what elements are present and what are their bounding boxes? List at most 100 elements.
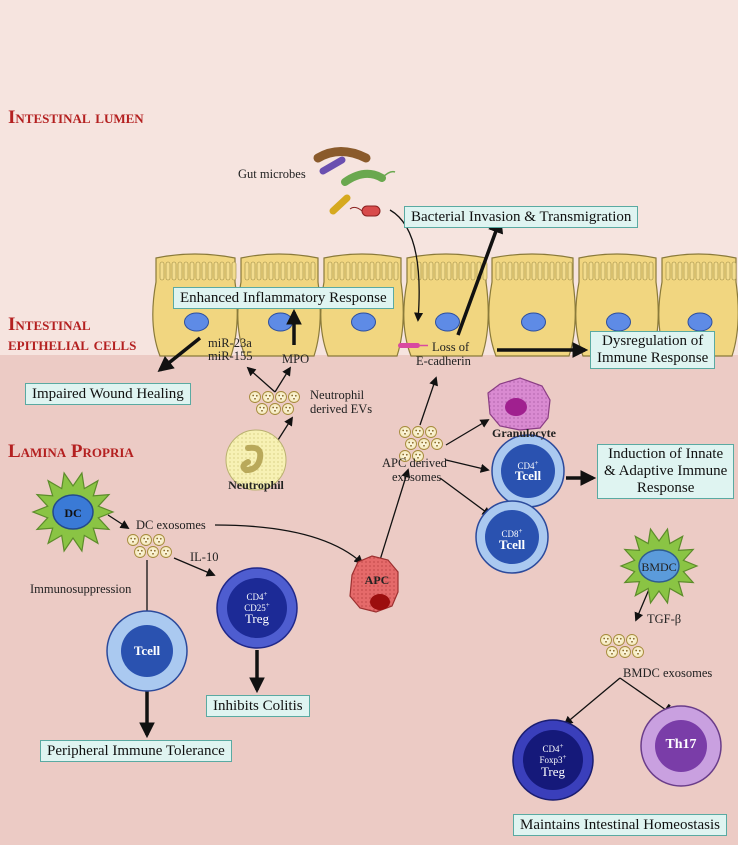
gut-microbes-label: Gut microbes: [238, 167, 306, 181]
impaired-wound-box: Impaired Wound Healing: [25, 383, 191, 405]
treg-foxp3-m2sup: +: [562, 753, 567, 761]
apc-exosomes-label-2: exosomes: [392, 470, 442, 484]
granulocyte-label: Granulocyte: [492, 426, 556, 440]
bmdc-label: BMDC: [641, 560, 677, 574]
th17-cell: [640, 705, 722, 787]
ev-mpo-arrow: [274, 366, 291, 393]
neutrophil-cell: [225, 429, 287, 491]
treg-foxp3-marker1: CD4+: [543, 741, 564, 755]
plain-tcell-cell: [106, 610, 188, 692]
mir23a-label: miR-23a: [208, 336, 252, 350]
exo-cd4-arrow: [445, 459, 490, 473]
immunosuppression-label: Immunosuppression: [30, 582, 132, 596]
cd4-tcell-marker-sup: +: [534, 459, 539, 467]
dysregulation-line2: Immune Response: [597, 350, 709, 366]
il10-arrow: [173, 557, 216, 577]
vesicle-icon: [412, 426, 424, 438]
neutrophil-label: Neutrophil: [228, 478, 284, 492]
dc-label: DC: [64, 506, 82, 520]
cd4-tcell-cell: [491, 434, 565, 508]
tgfb-label: TGF-β: [647, 612, 682, 626]
neutrophil-evs-label-1: Neutrophil: [310, 388, 365, 402]
treg-cd25-cell: [216, 567, 298, 649]
epithelial-layer: [152, 253, 738, 357]
treg-cd25-m2sup: +: [265, 601, 270, 609]
bmdc-cell: [619, 527, 699, 605]
vesicle-icon: [269, 403, 281, 415]
vesicle-icon: [431, 438, 443, 450]
cd8-tcell-label: Tcell: [498, 537, 526, 552]
vesicle-icon: [249, 391, 261, 403]
dc-exo-arrow: [107, 514, 130, 529]
gut-microbes-icon: [313, 147, 396, 217]
exo-granulocyte-arrow: [445, 419, 490, 446]
mir155-label: miR-155: [208, 349, 253, 363]
region-title-lumen: Intestinal lumen: [8, 107, 144, 128]
vesicle-icon: [399, 426, 411, 438]
vesicle-icon: [288, 391, 300, 403]
epithelial-cell-row: [152, 253, 738, 357]
apc-exo-up-arrow: [419, 376, 438, 426]
vesicle-icon: [613, 634, 625, 646]
induction-line1: Induction of Innate: [608, 446, 724, 462]
bmdc-exosomes-label: BMDC exosomes: [623, 666, 713, 680]
il10-label: IL-10: [190, 550, 219, 564]
apc-exosomes-label-1: APC derived: [382, 456, 447, 470]
vesicle-icon: [626, 634, 638, 646]
epithelial-cell: [575, 253, 659, 357]
cd4-tcell-label: Tcell: [514, 468, 542, 483]
vesicle-icon: [405, 438, 417, 450]
treg-foxp3-m1sup: +: [559, 742, 564, 750]
vesicle-icon: [632, 646, 644, 658]
vesicle-icon: [412, 450, 424, 462]
dysregulation-line1: Dysregulation of: [602, 333, 704, 349]
apc-cell: [349, 555, 399, 613]
vesicle-icon: [127, 534, 139, 546]
cd4-tcell-marker: CD4+: [518, 456, 539, 473]
induction-line2: & Adaptive Immune: [604, 463, 728, 479]
treg-foxp3-cell: [512, 719, 594, 801]
dc-apc-arrow: [214, 524, 364, 565]
cd8-tcell-marker: CD8+: [502, 524, 523, 541]
treg-cd25-m1: CD4: [246, 592, 264, 602]
treg-cd25-label: Treg: [244, 611, 270, 626]
loss-ecadherin-label-2: E-cadherin: [416, 354, 471, 368]
region-title-lamina: Lamina Propria: [8, 441, 134, 462]
epithelial-cell: [320, 253, 404, 357]
neutrophil-evs-label-2: derived EVs: [310, 402, 373, 416]
treg-foxp3-m2: Foxp3: [539, 755, 563, 765]
cd8-tcell-marker-text: CD8: [501, 529, 519, 539]
vesicle-icon: [134, 546, 146, 558]
enhanced-inflammatory-box: Enhanced Inflammatory Response: [173, 287, 394, 309]
granulocyte-cell: [487, 377, 551, 431]
cd4-tcell-marker-text: CD4: [517, 461, 535, 471]
vesicle-icon: [275, 391, 287, 403]
vesicle-icon: [153, 534, 165, 546]
treg-cd25-marker2: CD25+: [244, 600, 269, 614]
dysregulation-box: Dysregulation of Immune Response: [590, 331, 716, 369]
vesicle-icon: [606, 646, 618, 658]
vesicle-icon: [140, 534, 152, 546]
treg-foxp3-label: Treg: [540, 764, 566, 779]
th17-label: Th17: [665, 737, 697, 752]
vesicle-icon: [619, 646, 631, 658]
vesicle-icon: [399, 450, 411, 462]
vesicle-icon: [600, 634, 612, 646]
exo-cd8-arrow: [439, 477, 492, 517]
vesicle-icon: [262, 391, 274, 403]
vesicle-clusters: [127, 391, 644, 658]
vesicle-icon: [160, 546, 172, 558]
arrows: [107, 209, 671, 739]
vesicle-icon: [256, 403, 268, 415]
peripheral-tolerance-box: Peripheral Immune Tolerance: [40, 740, 232, 762]
bmdc-treg-arrow: [563, 677, 621, 726]
apc-up-arrow: [379, 468, 411, 561]
induction-box: Induction of Innate & Adaptive Immune Re…: [597, 444, 735, 499]
epithelial-cell: [403, 253, 489, 357]
region-title-epithelial-line1: Intestinal: [8, 314, 91, 335]
epithelial-cell: [658, 253, 738, 357]
bacterial-invasion-box: Bacterial Invasion & Transmigration: [404, 206, 639, 228]
loss-ecadherin-label-1: Loss of: [432, 340, 470, 354]
induction-line3: Response: [636, 480, 695, 496]
